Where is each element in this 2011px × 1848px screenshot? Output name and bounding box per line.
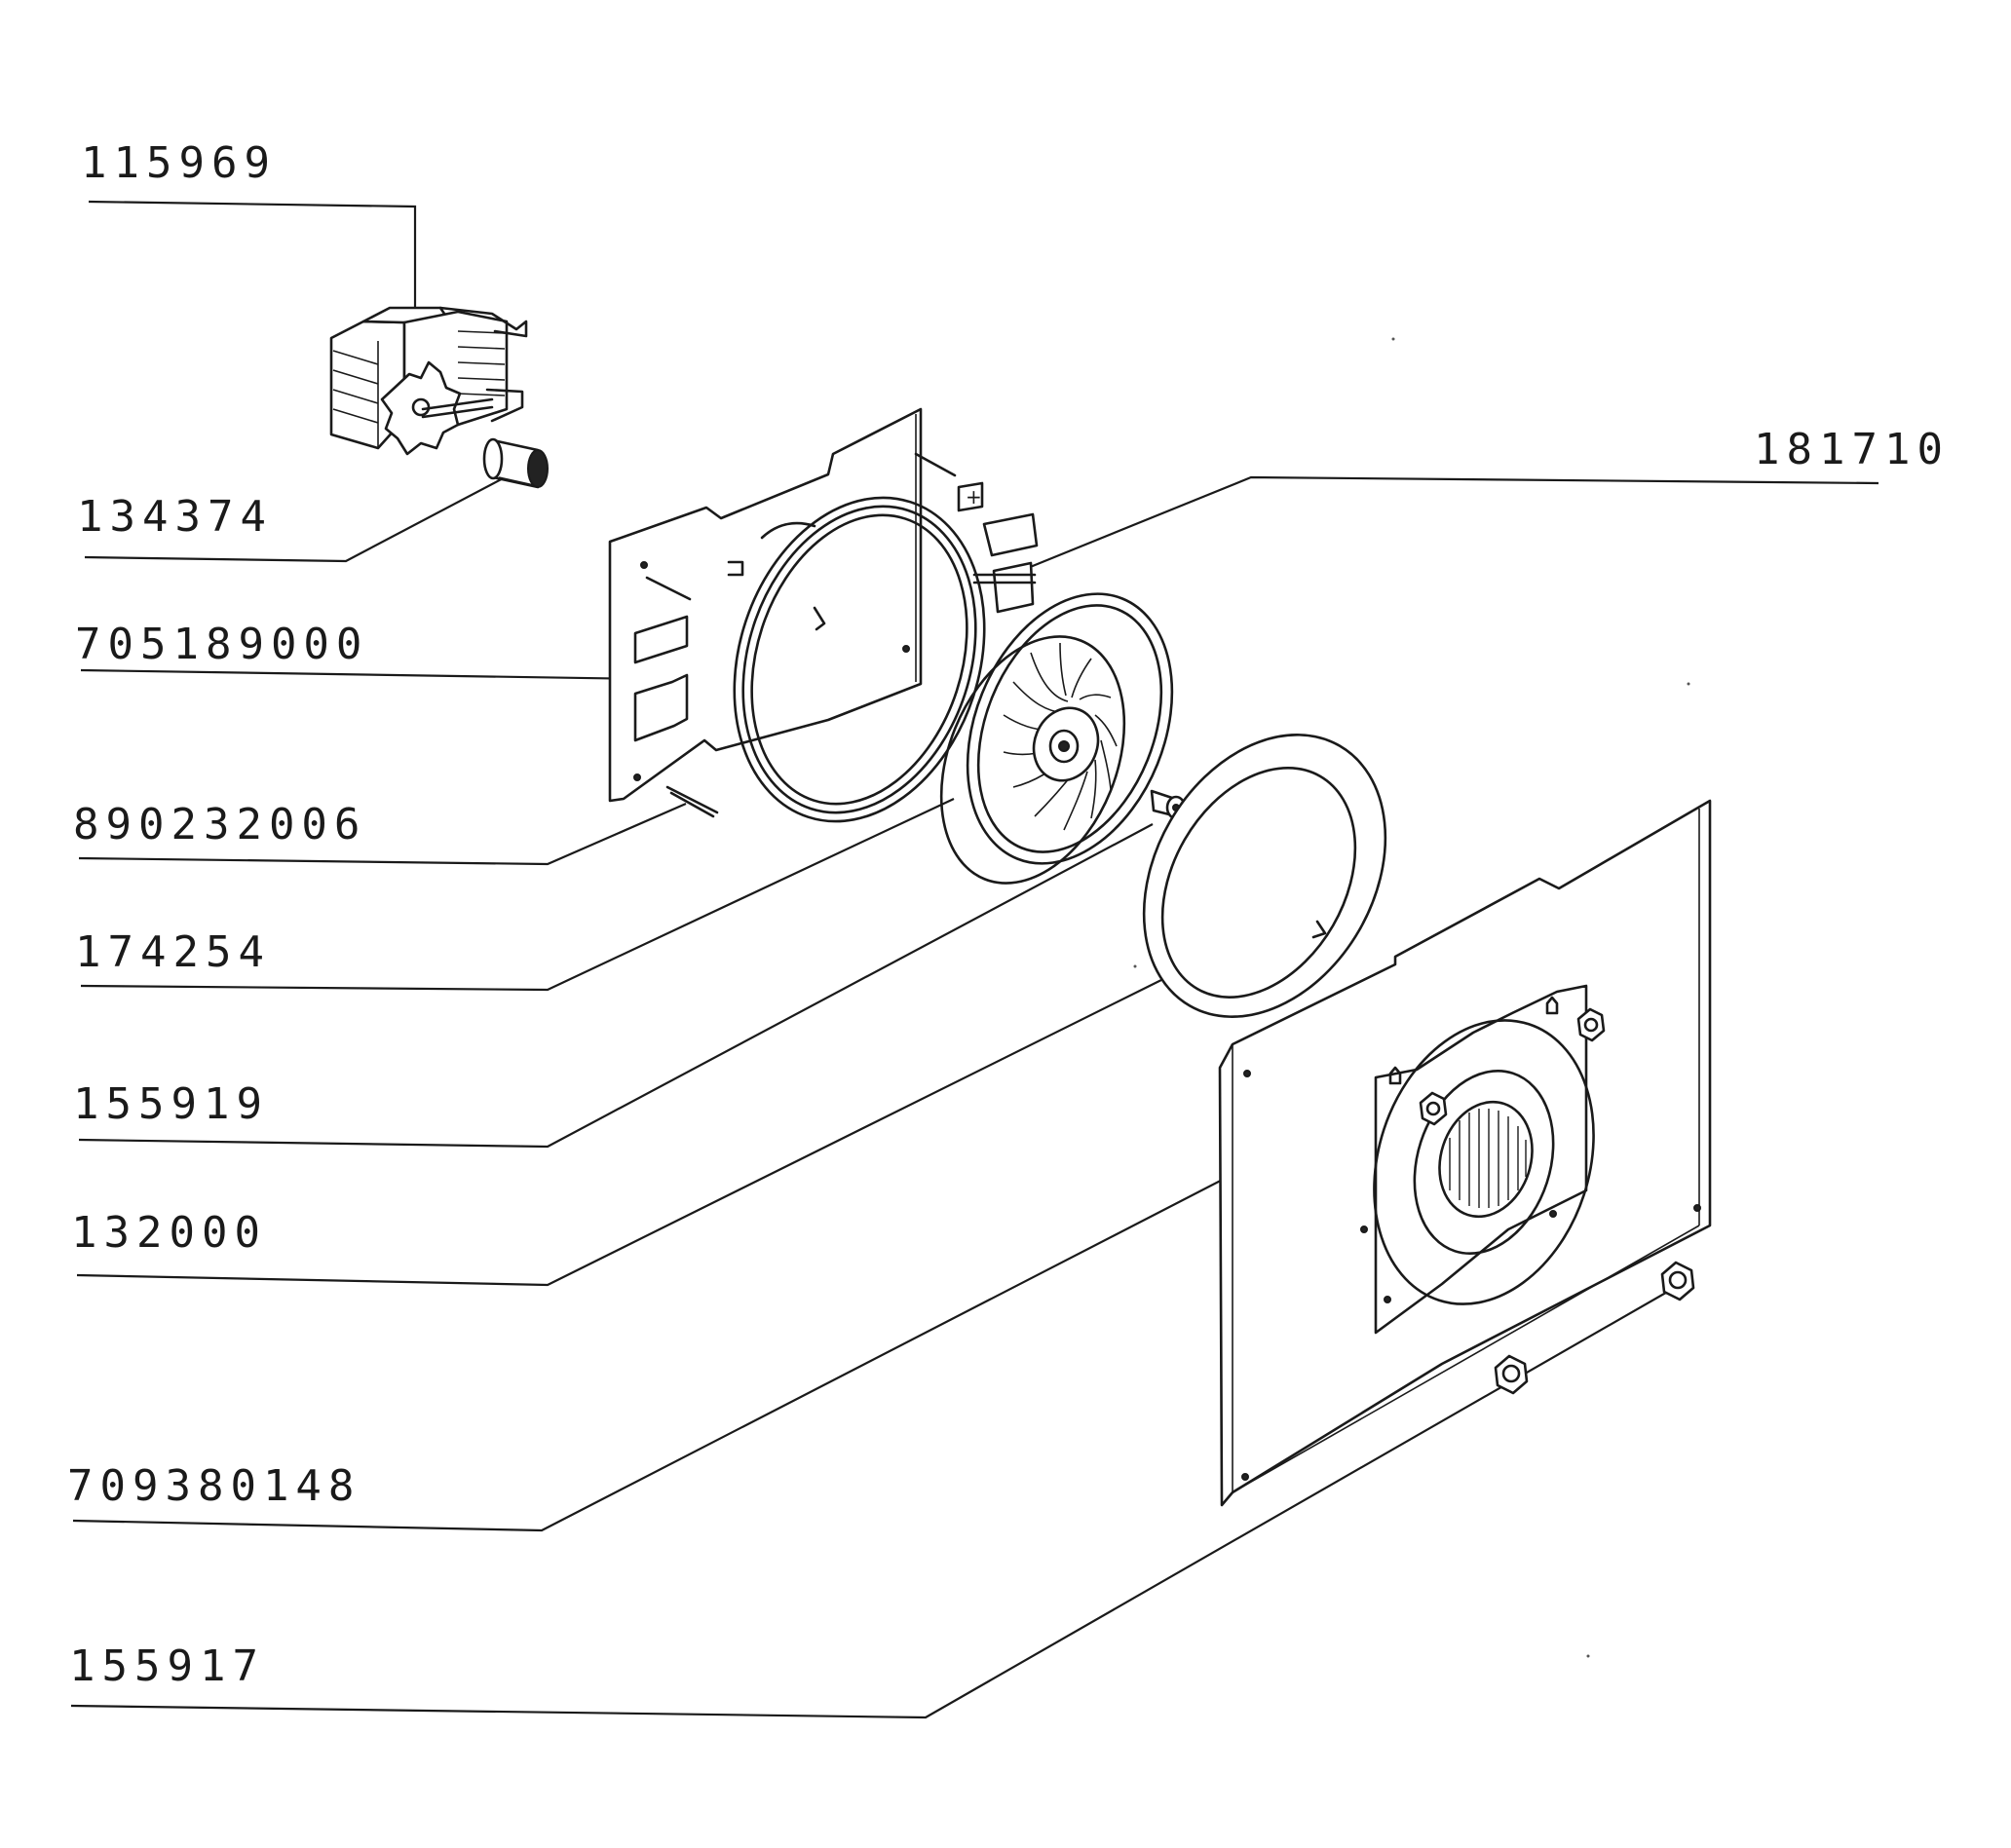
stud-icon xyxy=(1419,1007,1606,1126)
pin-icon[interactable] xyxy=(665,785,719,818)
part-label-motor[interactable]: 115969 xyxy=(81,138,277,188)
rear-panel-icon[interactable] xyxy=(1218,799,1712,1507)
leader-line-motor xyxy=(88,200,417,307)
grille-icon xyxy=(1438,1100,1534,1219)
part-label-heater-element[interactable]: 181710 xyxy=(1754,425,1950,474)
leader-line-fan-wheel xyxy=(80,798,955,992)
ring-icon[interactable] xyxy=(1095,692,1434,1061)
leader-line-coupling xyxy=(84,474,510,563)
leader-line-fan-nut xyxy=(78,823,1154,1149)
part-label-fan-nut[interactable]: 155919 xyxy=(73,1079,269,1129)
mounting-plate-icon[interactable] xyxy=(608,407,957,803)
part-label-panel-screw[interactable]: 155917 xyxy=(69,1641,265,1691)
leader-line-heater-element xyxy=(1022,475,1879,572)
leader-line-fan-ring xyxy=(76,975,1170,1287)
fan-wheel-icon[interactable] xyxy=(907,563,1210,910)
screw-icon[interactable] xyxy=(1494,1261,1695,1395)
part-labels: 115969 134374 181710 705189000 890232006… xyxy=(67,138,1950,1691)
part-label-back-plate[interactable]: 705189000 xyxy=(75,620,368,669)
part-label-coupling[interactable]: 134374 xyxy=(77,492,273,542)
leader-line-panel-screw xyxy=(70,1289,1672,1719)
part-label-fan-wheel[interactable]: 174254 xyxy=(75,927,271,977)
part-label-fan-ring[interactable]: 132000 xyxy=(71,1208,267,1258)
leader-lines xyxy=(70,200,1879,1719)
part-label-pin[interactable]: 890232006 xyxy=(73,800,366,849)
leader-line-back-plate xyxy=(80,668,649,681)
terminal-mark-icon: + xyxy=(966,485,982,509)
coupling-icon[interactable] xyxy=(482,437,549,489)
part-label-rear-panel[interactable]: 709380148 xyxy=(67,1461,360,1511)
motor-icon[interactable] xyxy=(329,306,528,456)
heater-ring-icon[interactable]: + xyxy=(694,465,1039,853)
leader-line-rear-panel xyxy=(72,1153,1272,1532)
leader-line-pin xyxy=(78,802,687,866)
